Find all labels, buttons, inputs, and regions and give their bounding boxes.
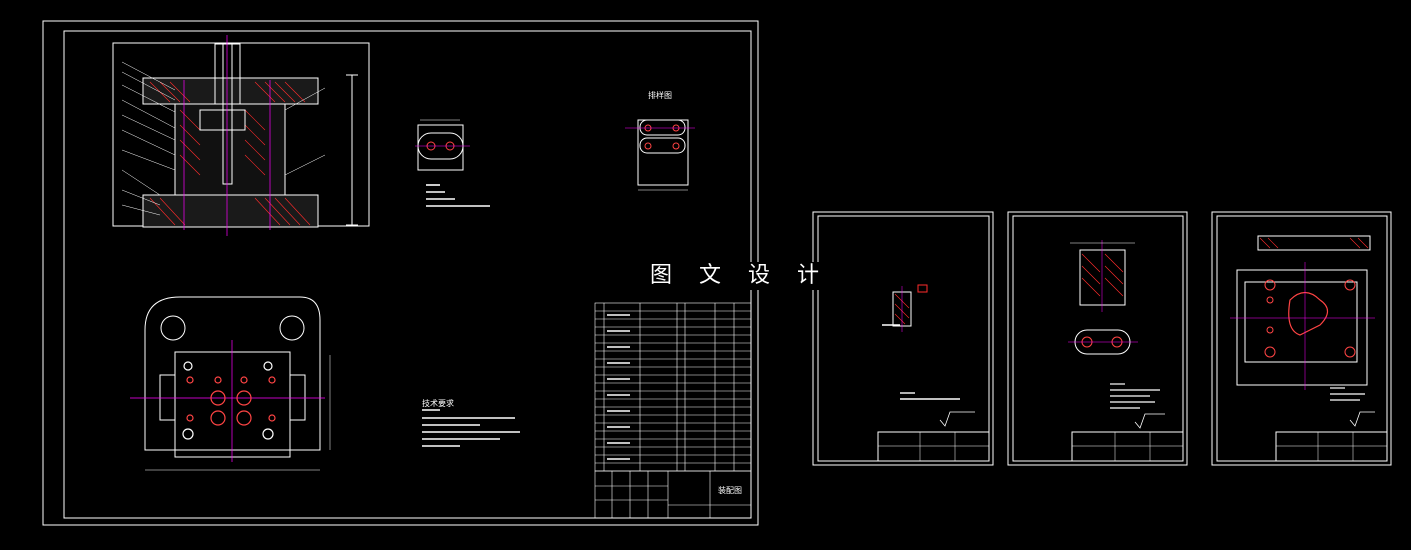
main-title-block-name: 装配图 <box>718 486 742 495</box>
watermark-text: 图 文 设 计 <box>646 262 833 290</box>
part-sheet-3 <box>1211 211 1392 466</box>
main-title-block <box>594 470 752 519</box>
assembly-plan-view <box>130 296 331 471</box>
strip-layout-title: 排样图 <box>648 91 672 100</box>
part-sheet-1 <box>812 211 994 466</box>
main-sheet <box>42 20 759 526</box>
strip-layout-view <box>625 119 695 191</box>
main-notes-lines <box>422 184 520 447</box>
bill-of-materials-table <box>594 302 752 472</box>
blank-part-sketch <box>415 119 470 171</box>
technical-requirements-heading: 技术要求 <box>422 399 454 408</box>
part-sheet-2 <box>1007 211 1188 466</box>
assembly-section-view <box>112 35 370 236</box>
